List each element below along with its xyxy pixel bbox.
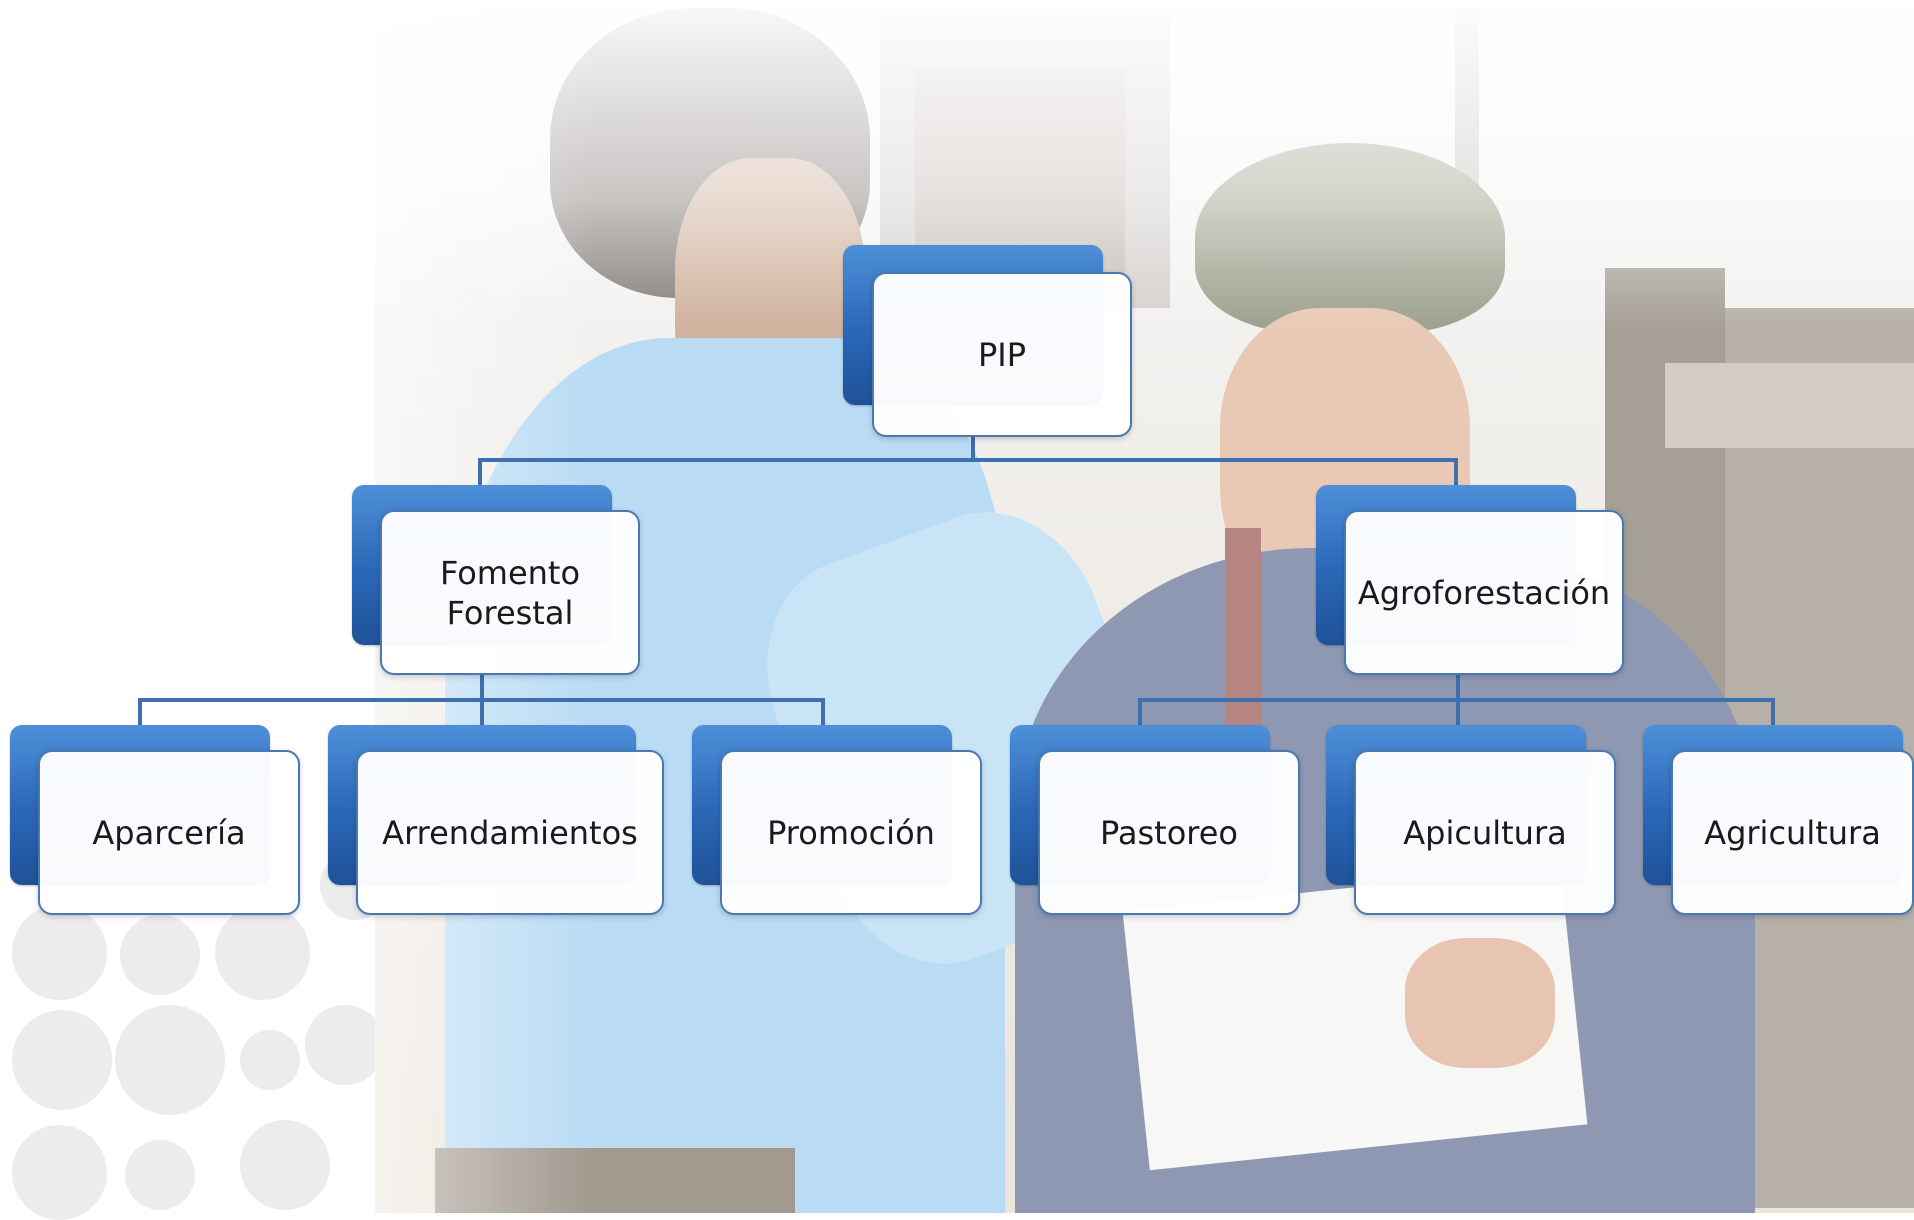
node-pastoreo-label: Pastoreo (1100, 813, 1238, 852)
node-fomento-forestal[interactable]: Fomento Forestal (380, 510, 640, 675)
node-apicultura[interactable]: Apicultura (1354, 750, 1616, 915)
node-pip-label: PIP (977, 335, 1027, 374)
node-aparceria-label: Aparcería (92, 813, 246, 852)
node-agroforestacion[interactable]: Agroforestación (1344, 510, 1624, 675)
connector-agro (1138, 675, 1460, 725)
connector-lines (138, 437, 1775, 725)
node-apicultura-label: Apicultura (1403, 813, 1567, 852)
node-fomento-forestal-label: Fomento Forestal (439, 553, 581, 632)
connector-root-right (973, 458, 1458, 485)
node-arrendamientos[interactable]: Arrendamientos (356, 750, 664, 915)
node-agricultura[interactable]: Agricultura (1671, 750, 1914, 915)
connector-agro-right (1458, 698, 1775, 725)
connector-fomento-right (482, 698, 825, 725)
node-agricultura-label: Agricultura (1704, 813, 1881, 852)
node-pastoreo[interactable]: Pastoreo (1038, 750, 1300, 915)
node-agroforestacion-label: Agroforestación (1357, 573, 1611, 612)
node-promocion[interactable]: Promoción (720, 750, 982, 915)
node-arrendamientos-label: Arrendamientos (382, 813, 638, 852)
connector-root (478, 437, 975, 485)
node-promocion-label: Promoción (767, 813, 935, 852)
node-pip[interactable]: PIP (872, 272, 1132, 437)
connector-fomento (138, 675, 484, 725)
node-aparceria[interactable]: Aparcería (38, 750, 300, 915)
